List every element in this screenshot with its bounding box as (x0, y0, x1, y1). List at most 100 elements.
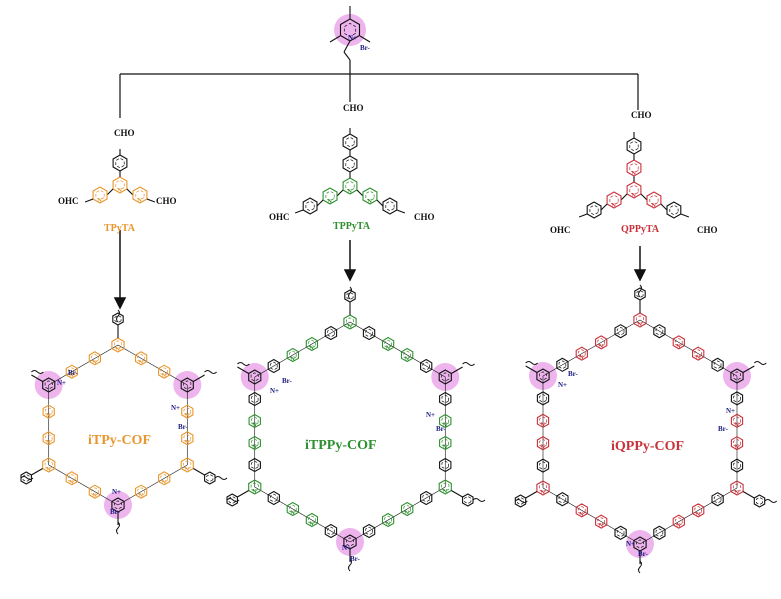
benzene-ring-icon (439, 457, 452, 473)
pyridinium-ring-icon (248, 369, 262, 385)
svg-text:N: N (162, 373, 167, 379)
svg-text:N: N (185, 440, 190, 446)
svg-text:N: N (139, 493, 144, 499)
pyridine-ring-icon: N (181, 404, 194, 419)
svg-text:N: N (443, 445, 448, 451)
benzene-ring-icon (462, 493, 474, 507)
wavy-bond-icon (31, 370, 44, 374)
reaction-arrow-icon (343, 240, 357, 282)
pyridine-ring-icon: N (646, 191, 662, 209)
benzene-ring-icon (556, 492, 569, 507)
svg-text:N: N (328, 199, 333, 205)
benzene-ring-icon (634, 287, 646, 301)
pyridine-ring-icon: N (381, 512, 395, 528)
pyridine-ring-icon: N (286, 347, 300, 363)
pyridine-ring-icon: N (248, 413, 261, 429)
pyridine-ring-icon: N (692, 503, 705, 518)
pyridine-ring-icon: N (42, 457, 56, 473)
svg-text:N: N (696, 512, 701, 518)
monomer-label-tpyta: TPyTA (104, 223, 135, 234)
svg-text:N: N (348, 324, 353, 330)
pyridine-ring-icon: N (132, 186, 148, 204)
benzene-ring-icon (302, 197, 318, 215)
anion-label: Br- (350, 555, 360, 563)
svg-text:N: N (252, 489, 257, 495)
pyridine-ring-icon: N (606, 191, 622, 209)
benzene-ring-icon (536, 458, 550, 473)
benzene-ring-icon (420, 358, 433, 374)
svg-text:N: N (405, 357, 410, 363)
anion-label: Br- (436, 425, 446, 433)
pyridine-ring-icon: N (343, 314, 357, 330)
benzene-ring-icon (586, 201, 602, 219)
cation-label: N+ (270, 387, 280, 395)
svg-text:N: N (599, 523, 604, 529)
benzene-ring-icon (226, 493, 238, 507)
anion-label: Br- (68, 369, 78, 377)
benzene-ring-icon (653, 525, 666, 540)
benzene-ring-icon (614, 324, 627, 339)
benzene-ring-icon (204, 471, 216, 485)
svg-text:N: N (579, 512, 584, 518)
svg-text:N: N (541, 445, 546, 451)
cho-label: CHO (414, 212, 435, 222)
svg-text:N: N (92, 360, 97, 366)
benzene-ring-icon (614, 525, 627, 540)
svg-text:N: N (541, 422, 546, 428)
pyridinium-highlight (334, 14, 366, 46)
cho-label: CHO (697, 225, 718, 235)
pyridinium-ring-icon (180, 377, 194, 393)
benzene-ring-icon (753, 494, 766, 508)
cation-label: N+ (57, 379, 67, 387)
wavy-bond-icon (462, 362, 475, 366)
svg-text:N: N (46, 467, 51, 473)
wavy-bond-icon (764, 499, 778, 503)
svg-text:N: N (599, 344, 604, 350)
svg-text:N: N (92, 493, 97, 499)
wavy-bond-icon (20, 476, 34, 480)
benzene-ring-icon (20, 471, 32, 485)
wavy-bond-icon (472, 498, 486, 502)
benzene-ring-icon (324, 325, 338, 341)
pyridine-ring-icon: N (438, 479, 452, 495)
pyridine-ring-icon: N (672, 514, 685, 529)
benzene-ring-icon (556, 357, 569, 372)
pyridine-ring-icon: N (730, 480, 744, 496)
pyridine-ring-icon: N (692, 346, 705, 361)
pyridine-ring-icon: N (88, 351, 102, 366)
svg-text:N: N (386, 346, 391, 352)
pyridine-ring-icon: N (158, 364, 171, 379)
pyridine-ring-icon: N (439, 413, 452, 429)
svg-text:N: N (252, 445, 257, 451)
svg-text:N: N (185, 413, 190, 419)
svg-text:N: N (676, 344, 681, 350)
svg-text:N: N (696, 355, 701, 361)
benzene-ring-icon (653, 324, 666, 339)
benzene-ring-icon (362, 523, 376, 539)
cation-label: N+ (171, 404, 181, 412)
benzene-ring-icon (112, 312, 124, 326)
branch-lines (119, 60, 639, 118)
cho-label: CHO (156, 196, 177, 206)
benzene-ring-icon (536, 391, 550, 406)
svg-text:N: N (137, 198, 142, 204)
pyridine-ring-icon: N (92, 186, 108, 204)
wavy-bond-icon (514, 499, 528, 503)
benzene-ring-icon (711, 492, 724, 507)
svg-text:N: N (309, 346, 314, 352)
pyridine-ring-icon: N (181, 431, 194, 446)
cation-label: N+ (726, 407, 736, 415)
benzene-ring-icon (344, 289, 356, 303)
pyridine-ring-icon: N (180, 457, 194, 473)
svg-text:N: N (309, 522, 314, 528)
pyridine-ring-icon: N (400, 501, 414, 517)
ohc-label: OHC (58, 196, 79, 206)
svg-text:N: N (405, 511, 410, 517)
pyridinium-reagent (329, 6, 371, 61)
wavy-bond-icon (638, 284, 642, 298)
svg-text:N: N (579, 355, 584, 361)
anion-label: Br- (110, 508, 120, 516)
pyridine-ring-icon: N (248, 435, 261, 451)
